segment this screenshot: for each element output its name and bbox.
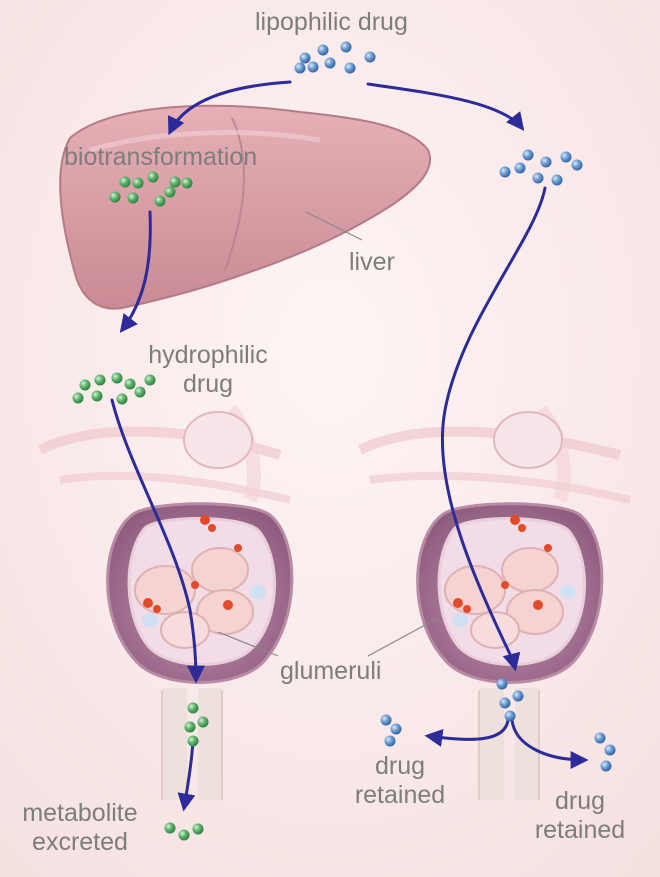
label-retained-right-line1: drug: [510, 787, 650, 816]
label-metabolite-excreted: metabolite excreted: [0, 799, 160, 857]
label-metabolite-line2: excreted: [0, 828, 160, 857]
label-retained-left-line1: drug: [330, 752, 470, 781]
label-glumeruli: glumeruli: [280, 657, 381, 686]
label-hydrophilic-line2: drug: [128, 370, 288, 399]
label-lipophilic-drug: lipophilic drug: [255, 8, 408, 37]
label-hydrophilic-drug: hydrophilic drug: [128, 341, 288, 399]
label-retained-left-line2: retained: [330, 781, 470, 810]
label-biotransformation: biotransformation: [64, 143, 257, 172]
label-metabolite-line1: metabolite: [0, 799, 160, 828]
label-retained-right-line2: retained: [510, 816, 650, 845]
label-hydrophilic-line1: hydrophilic: [128, 341, 288, 370]
label-liver: liver: [349, 248, 395, 277]
label-drug-retained-left: drug retained: [330, 752, 470, 810]
label-drug-retained-right: drug retained: [510, 787, 650, 845]
